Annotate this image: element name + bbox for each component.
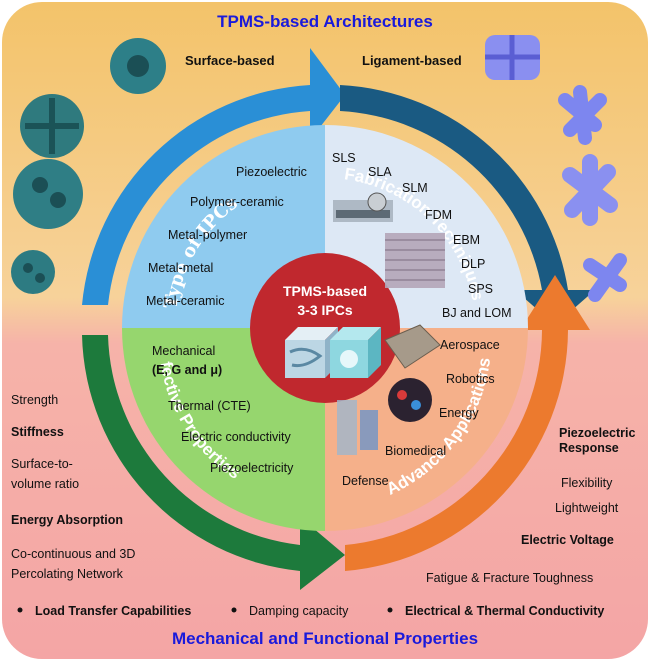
right-prop: Electric Voltage (521, 533, 614, 547)
application-item: Aerospace (440, 338, 500, 352)
fabrication-item: SPS (468, 282, 493, 296)
effective-item-piezo: Piezoelectricity (210, 461, 294, 475)
right-prop: Response (559, 441, 619, 455)
bullet-dot (17, 607, 23, 613)
left-prop: Strength (11, 393, 58, 407)
application-item: Biomedical (385, 444, 446, 458)
effective-arrow (82, 335, 345, 590)
fabrication-item: FDM (425, 208, 452, 222)
right-prop: Lightweight (555, 501, 619, 515)
ipc-type-item: Polymer-ceramic (190, 195, 284, 209)
title-top: TPMS-based Architectures (217, 12, 433, 31)
effective-item-mechanical-sub: (E, G and μ) (152, 363, 222, 377)
fabrication-item: SLA (368, 165, 392, 179)
application-illustrations (337, 324, 441, 455)
right-prop: Fatigue & Fracture Toughness (426, 571, 593, 585)
left-prop: Surface-to- (11, 457, 73, 471)
fabrication-item: EBM (453, 233, 480, 247)
type-arrow (82, 48, 345, 305)
effective-item-electric: Electric conductivity (181, 430, 292, 444)
applications-arrowhead (520, 275, 590, 330)
bullet-dot (387, 607, 393, 613)
center-line-1: TPMS-based (283, 283, 367, 299)
left-prop: Energy Absorption (11, 513, 123, 527)
left-prop: Co-continuous and 3D (11, 547, 135, 561)
effective-item-thermal: Thermal (CTE) (168, 399, 251, 413)
fabrication-item: SLM (402, 181, 428, 195)
left-prop: volume ratio (11, 477, 79, 491)
surface-tpms-illustrations (11, 38, 166, 294)
application-item: Defense (342, 474, 389, 488)
ligament-tpms-illustrations (485, 35, 627, 302)
left-prop: Percolating Network (11, 567, 124, 581)
effective-item-mechanical: Mechanical (152, 344, 215, 358)
bullet-electrical: Electrical & Thermal Conductivity (405, 604, 604, 618)
ipc-type-item: Metal-ceramic (146, 294, 225, 308)
bullet-damping: Damping capacity (249, 604, 349, 618)
ipc-type-item: Piezoelectric (236, 165, 307, 179)
application-item: Robotics (446, 372, 495, 386)
fabrication-illustrations (333, 192, 445, 288)
surface-based-label: Surface-based (185, 53, 275, 68)
title-bottom: Mechanical and Functional Properties (172, 629, 478, 648)
ipc-type-item: Metal-polymer (168, 228, 247, 242)
fabrication-item: DLP (461, 257, 485, 271)
ligament-based-label: Ligament-based (362, 53, 462, 68)
right-prop: Flexibility (561, 476, 613, 490)
left-prop: Stiffness (11, 425, 64, 439)
right-prop: Piezoelectric (559, 426, 635, 440)
application-item: Energy (439, 406, 479, 420)
center-line-2: 3-3 IPCs (297, 302, 352, 318)
bullet-load: Load Transfer Capabilities (35, 604, 191, 618)
bullet-dot (231, 607, 237, 613)
fabrication-item: SLS (332, 151, 356, 165)
ipc-type-item: Metal-metal (148, 261, 213, 275)
fabrication-item: BJ and LOM (442, 306, 511, 320)
center-cubes (285, 327, 381, 378)
